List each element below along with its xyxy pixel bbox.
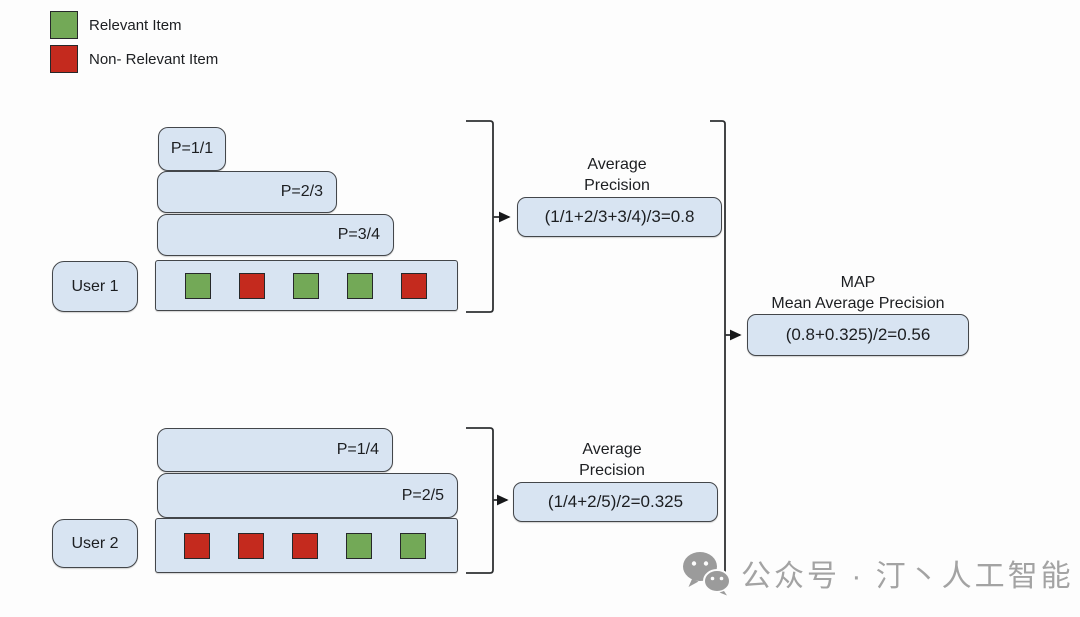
legend: Relevant Item Non- Relevant Item bbox=[50, 11, 218, 79]
user1-label: User 1 bbox=[71, 277, 119, 295]
user2-precision-label-2: P=2/5 bbox=[401, 486, 444, 504]
user1-ap-title-line1: Average bbox=[587, 156, 647, 173]
bracket-user2 bbox=[466, 427, 494, 574]
user1-ap-title: Average Precision bbox=[543, 154, 691, 196]
legend-item-relevant: Relevant Item bbox=[50, 11, 218, 39]
watermark: 公众号 · 汀丶人工智能 bbox=[681, 550, 1074, 596]
user2-ap-title-line2: Precision bbox=[579, 462, 645, 479]
user1-ap-title-line2: Precision bbox=[584, 177, 650, 194]
user1-precision-box-1: P=1/1 bbox=[158, 127, 226, 171]
user2-label: User 2 bbox=[71, 534, 119, 552]
user1-precision-label-3: P=3/4 bbox=[337, 226, 380, 243]
user1-precision-box-2: P=2/3 bbox=[157, 171, 337, 213]
non-relevant-item-square bbox=[184, 532, 210, 559]
user2-ap-formula-box: (1/4+2/5)/2=0.325 bbox=[513, 482, 718, 522]
relevant-item-square bbox=[400, 532, 426, 559]
relevant-item-square bbox=[185, 272, 211, 299]
bracket-user1 bbox=[466, 120, 494, 313]
relevant-item-square bbox=[346, 532, 372, 559]
map-title: MAP Mean Average Precision bbox=[747, 272, 969, 314]
legend-label-non-relevant: Non- Relevant Item bbox=[89, 50, 219, 68]
relevant-swatch bbox=[50, 11, 78, 39]
user2-ap-title: Average Precision bbox=[538, 439, 686, 481]
user2-ap-title-line1: Average bbox=[582, 441, 642, 458]
relevant-item-square bbox=[347, 272, 373, 299]
non-relevant-item-square bbox=[239, 272, 265, 299]
user2-ap-formula: (1/4+2/5)/2=0.325 bbox=[547, 492, 684, 511]
map-title-line2: Mean Average Precision bbox=[771, 295, 945, 312]
user1-ap-formula-box: (1/1+2/3+3/4)/3=0.8 bbox=[517, 197, 722, 237]
legend-label-relevant: Relevant Item bbox=[89, 16, 182, 34]
non-relevant-item-square bbox=[401, 272, 427, 299]
legend-item-non-relevant: Non- Relevant Item bbox=[50, 45, 218, 73]
map-formula-box: (0.8+0.325)/2=0.56 bbox=[747, 314, 969, 356]
user1-precision-box-3: P=3/4 bbox=[157, 214, 394, 256]
relevant-item-square bbox=[293, 272, 319, 299]
user1-label-box: User 1 bbox=[52, 261, 138, 312]
user1-precision-label-2: P=2/3 bbox=[280, 183, 323, 200]
user2-items-row bbox=[155, 518, 458, 573]
map-title-line1: MAP bbox=[840, 274, 876, 291]
wechat-icon bbox=[683, 552, 731, 596]
user2-precision-box-1: P=1/4 bbox=[157, 428, 393, 472]
user1-precision-label-1: P=1/1 bbox=[170, 140, 214, 157]
user2-precision-label-1: P=1/4 bbox=[336, 441, 379, 458]
user2-label-box: User 2 bbox=[52, 519, 138, 568]
user2-precision-box-2: P=2/5 bbox=[157, 473, 458, 518]
non-relevant-item-square bbox=[238, 532, 264, 559]
non-relevant-swatch bbox=[50, 45, 78, 73]
user1-ap-formula: (1/1+2/3+3/4)/3=0.8 bbox=[544, 207, 695, 226]
map-formula: (0.8+0.325)/2=0.56 bbox=[785, 325, 931, 344]
watermark-text: 公众号 · 汀丶人工智能 bbox=[741, 560, 1074, 593]
non-relevant-item-square bbox=[292, 532, 318, 559]
user1-items-row bbox=[155, 260, 458, 311]
